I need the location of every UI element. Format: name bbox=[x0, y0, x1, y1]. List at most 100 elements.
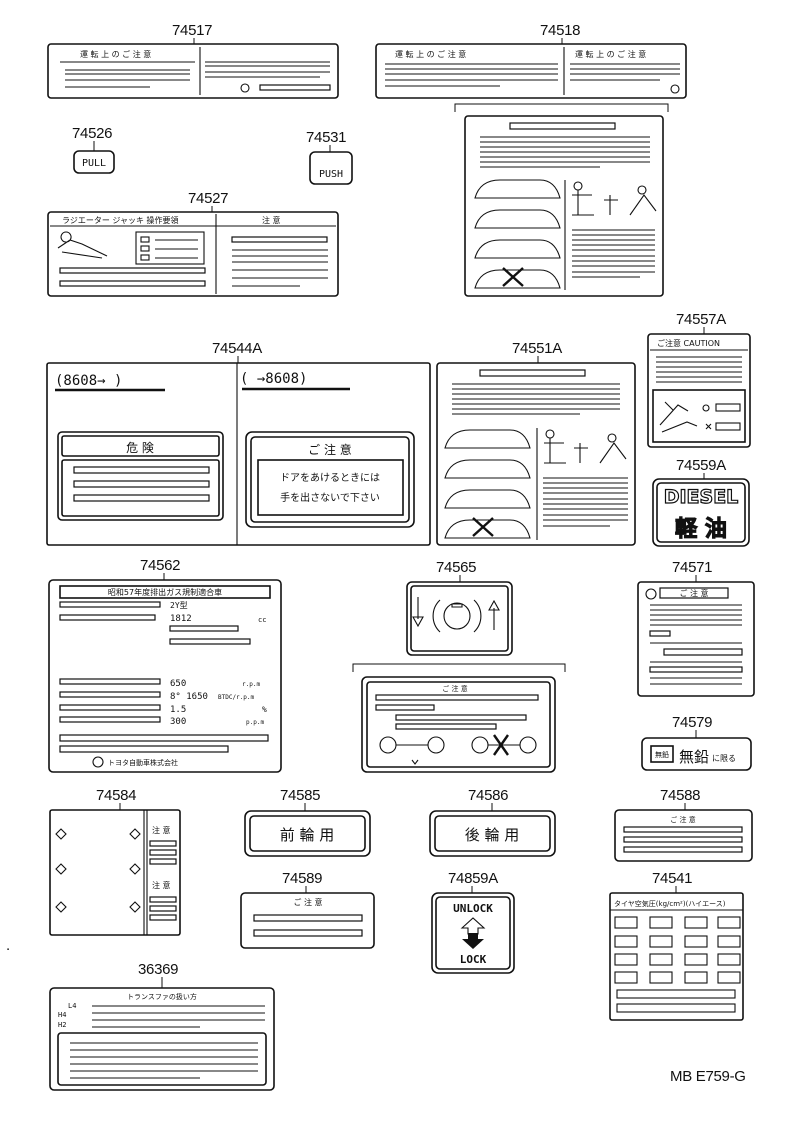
label-74584: 74584 注 意 注 意 bbox=[49, 787, 181, 936]
tire-cell bbox=[649, 971, 673, 984]
emission-title: 昭和57年度排出ガス規制適合車 bbox=[108, 587, 222, 597]
tire-cell bbox=[684, 935, 708, 948]
pull-text: PULL bbox=[82, 158, 106, 169]
label-74579: 74579 無鉛 無鉛 に限る bbox=[641, 714, 752, 771]
label-74559A: 74559A DIESEL 軽 油 bbox=[652, 457, 750, 547]
h4-label: H4 bbox=[58, 1011, 66, 1019]
diesel-text: DIESEL bbox=[664, 486, 739, 508]
displacement-unit: cc bbox=[258, 616, 266, 624]
rpm-unit: r.p.m bbox=[242, 681, 260, 688]
co-unit: % bbox=[262, 705, 267, 714]
tire-cell bbox=[717, 935, 741, 948]
label-74531: 74531 PUSH bbox=[306, 129, 353, 185]
tire-cell bbox=[649, 935, 673, 948]
lock-text: LOCK bbox=[460, 953, 487, 966]
label-74557A: 74557A ご注意 CAUTION bbox=[647, 311, 751, 448]
tire-cell bbox=[717, 916, 741, 929]
label-74859A: 74859A UNLOCK LOCK bbox=[431, 870, 515, 974]
go-chui-74589: ご 注 意 bbox=[293, 897, 322, 907]
l4-label: L4 bbox=[68, 1002, 76, 1010]
part-number-74559A: 74559A bbox=[676, 457, 726, 474]
tire-cell bbox=[684, 916, 708, 929]
kiken-text: 危 険 bbox=[126, 441, 154, 455]
timing-unit: BTDC/r.p.m bbox=[218, 694, 255, 701]
label-74588: 74588 ご 注 意 bbox=[614, 787, 753, 862]
hc-value: 300 bbox=[170, 717, 186, 727]
co-value: 1.5 bbox=[170, 705, 186, 715]
label-74544A: 74544A (8608→ ) ( →8608) 危 険 ご 注 意 ドアをあけ… bbox=[46, 340, 431, 546]
part-number-36369: 36369 bbox=[138, 961, 178, 978]
part-number-74585: 74585 bbox=[280, 787, 320, 804]
part-number-74517: 74517 bbox=[172, 22, 212, 39]
tire-note-bar bbox=[616, 1003, 736, 1013]
unten-title-1: 運 転 上 の ご 注 意 bbox=[80, 49, 151, 59]
part-number-74589: 74589 bbox=[282, 870, 322, 887]
part-number-74544A: 74544A bbox=[212, 340, 262, 357]
part-number-74551A: 74551A bbox=[512, 340, 562, 357]
part-number-74557A: 74557A bbox=[676, 311, 726, 328]
go-chui-small: ご 注 意 bbox=[442, 684, 467, 693]
label-74541: 74541 タイヤ空気圧(kg/cm²)(ハイエース) bbox=[609, 870, 744, 1021]
part-number-74571: 74571 bbox=[672, 559, 712, 576]
rpm-value: 650 bbox=[170, 679, 186, 689]
tire-title: タイヤ空気圧(kg/cm²)(ハイエース) bbox=[614, 899, 726, 908]
caution-text: ご注意 CAUTION bbox=[657, 338, 720, 348]
tire-cell bbox=[614, 916, 638, 929]
keiyu-text: 軽 油 bbox=[675, 516, 727, 542]
label-74585: 74585 前 輪 用 bbox=[244, 787, 371, 857]
transfer-title: トランスファの扱い方 bbox=[127, 992, 197, 1001]
tire-cell bbox=[614, 971, 638, 984]
part-number-74562: 74562 bbox=[140, 557, 180, 574]
unlock-text: UNLOCK bbox=[453, 902, 493, 915]
displacement-value: 1812 bbox=[170, 614, 192, 624]
label-74571: 74571 ご 注 意 bbox=[637, 559, 755, 697]
go-chui-74588: ご 注 意 bbox=[670, 815, 695, 824]
tire-cell bbox=[649, 953, 673, 966]
chui-74584-a: 注 意 bbox=[152, 825, 171, 835]
label-74586: 74586 後 輪 用 bbox=[429, 787, 556, 857]
range-right: ( →8608) bbox=[240, 371, 307, 387]
door-text-2: 手を出さないで下さい bbox=[280, 491, 380, 504]
label-74527: 74527 ラジエーター ジャッキ 操作要領 注 意 bbox=[47, 190, 339, 297]
muen-text: 無鉛 bbox=[679, 748, 709, 766]
tire-cell bbox=[614, 935, 638, 948]
tire-cell bbox=[717, 971, 741, 984]
kou-rin-text: 後 輪 用 bbox=[465, 826, 520, 844]
part-number-74584: 74584 bbox=[96, 787, 136, 804]
unlock-arrow-icon bbox=[460, 917, 486, 935]
tire-cell bbox=[684, 971, 708, 984]
label-74565: 74565 ご 注 意 bbox=[352, 559, 566, 773]
part-number-74527: 74527 bbox=[188, 190, 228, 207]
range-left: (8608→ ) bbox=[55, 373, 122, 389]
tire-cell bbox=[649, 916, 673, 929]
unten-title-3: 運 転 上 の ご 注 意 bbox=[575, 49, 646, 59]
hc-unit: p.p.m bbox=[246, 719, 264, 726]
label-74517: 74517 運 転 上 の ご 注 意 bbox=[47, 22, 339, 99]
part-number-74588: 74588 bbox=[660, 787, 700, 804]
part-number-74859A: 74859A bbox=[448, 870, 498, 887]
margin-dot: . bbox=[6, 937, 10, 954]
label-74526: 74526 PULL bbox=[72, 125, 115, 174]
chui-title: 注 意 bbox=[262, 215, 281, 225]
part-number-74541: 74541 bbox=[652, 870, 692, 887]
push-text: PUSH bbox=[319, 169, 343, 180]
chui-74584-b: 注 意 bbox=[152, 880, 171, 890]
unten-title-2: 運 転 上 の ご 注 意 bbox=[395, 49, 466, 59]
part-number-74586: 74586 bbox=[468, 787, 508, 804]
go-chui-text: ご 注 意 bbox=[308, 442, 352, 457]
maker-name: トヨタ自動車株式会社 bbox=[108, 758, 178, 767]
label-36369: 36369 トランスファの扱い方 L4 H4 H2 bbox=[49, 961, 275, 1091]
muen-badge: 無鉛 bbox=[655, 750, 669, 759]
label-74589: 74589 ご 注 意 bbox=[240, 870, 375, 949]
part-number-74526: 74526 bbox=[72, 125, 112, 142]
tire-cell bbox=[684, 953, 708, 966]
part-number-74518: 74518 bbox=[540, 22, 580, 39]
label-74551A: 74551A bbox=[436, 340, 636, 546]
tire-cell bbox=[717, 953, 741, 966]
radiator-title: ラジエーター ジャッキ 操作要領 bbox=[62, 215, 179, 225]
part-number-74565: 74565 bbox=[436, 559, 476, 576]
label-74562: 74562 昭和57年度排出ガス規制適合車 2Y型 1812 cc 650 r.… bbox=[48, 557, 282, 773]
tire-cell bbox=[614, 953, 638, 966]
muen-suffix: に限る bbox=[712, 754, 736, 763]
